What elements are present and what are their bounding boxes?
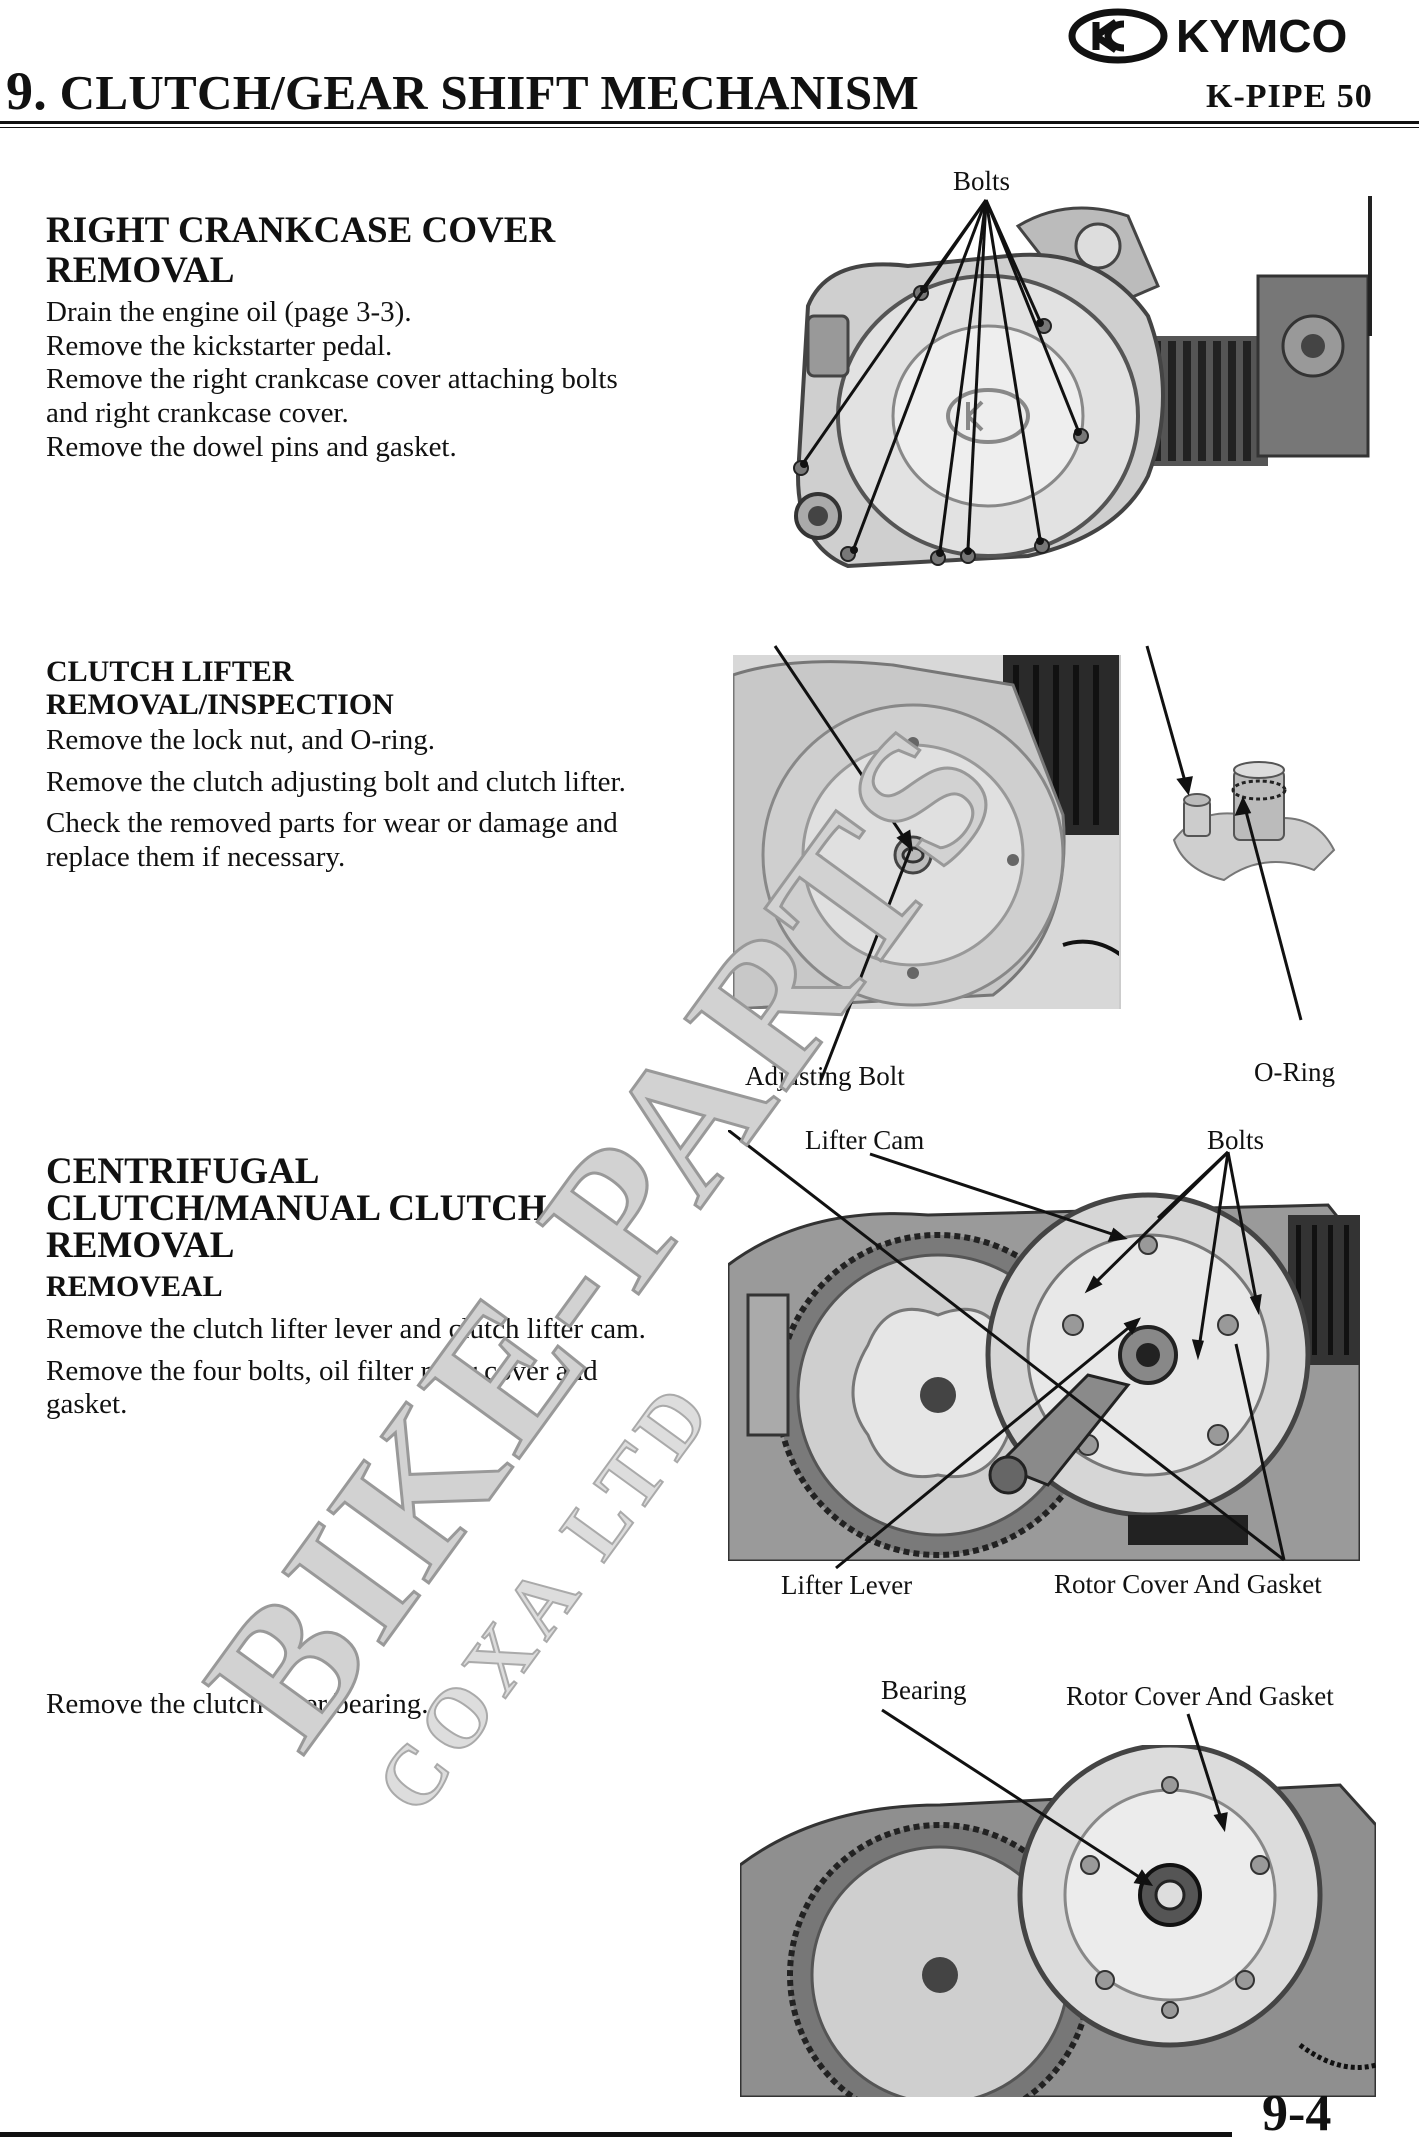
label-bolts-1: Bolts <box>953 166 1011 196</box>
model-name: K-PIPE 50 <box>1206 78 1373 115</box>
label-o-ring: O-Ring <box>1254 1057 1335 1087</box>
chapter-number: 9. <box>6 61 48 121</box>
section-1-body: Drain the engine oil (page 3-3). Remove … <box>46 296 656 464</box>
figure-clutch-bearing <box>740 1745 1376 2097</box>
paragraph: Remove the kickstarter pedal. <box>46 329 393 362</box>
header-rule-thin <box>0 127 1419 128</box>
paragraph: Remove the clutch lifter bearing. <box>46 1688 429 1720</box>
label-lifter-cam: Lifter Cam <box>805 1125 925 1155</box>
label-bearing: Bearing <box>881 1675 967 1705</box>
paragraph: Remove the dowel pins and gasket. <box>46 430 457 463</box>
section-2-body: Remove the lock nut, and O-ring. Remove … <box>46 724 656 883</box>
paragraph: Remove the four bolts, oil filter rotor … <box>46 1354 598 1421</box>
watermark-line-2: COXA LTD <box>359 1363 733 1829</box>
label-bolts-3: Bolts <box>1207 1125 1265 1155</box>
figure-engine-cover <box>768 196 1375 574</box>
label-lifter-lever: Lifter Lever <box>781 1570 913 1600</box>
heading-line: REMOVAL <box>46 250 235 291</box>
paragraph: Remove the clutch adjusting bolt and clu… <box>46 765 626 798</box>
kymco-logo: KYMCO <box>1066 6 1412 66</box>
section-1-heading: RIGHT CRANKCASE COVER REMOVAL <box>46 212 555 289</box>
figure-4-leaders <box>881 1708 1228 1886</box>
page-number: 9-4 <box>1262 2085 1332 2142</box>
paragraph: Remove the lock nut, and O-ring. <box>46 724 435 756</box>
heading-line: CENTRIFUGAL <box>46 1151 320 1192</box>
section-4-body: Remove the clutch lifter bearing. <box>46 1688 656 1730</box>
header-rule <box>0 121 1419 124</box>
section-3-heading: CENTRIFUGAL CLUTCH/MANUAL CLUTCH REMOVAL <box>46 1153 547 1264</box>
paragraph: Drain the engine oil (page 3-3). <box>46 296 412 328</box>
heading-line: REMOVAL <box>46 1225 235 1266</box>
figure-clutch-assembly <box>728 1185 1360 1561</box>
section-3-body: Remove the clutch lifter lever and clutc… <box>46 1313 656 1430</box>
brand-text: KYMCO <box>1176 10 1347 62</box>
paragraph: Remove the clutch lifter lever and clutc… <box>46 1313 646 1345</box>
figure-3-leaders <box>728 1130 1286 1570</box>
chapter-title: 9. CLUTCH/GEAR SHIFT MECHANISM <box>6 60 919 122</box>
paragraph: Check the removed parts for wear or dama… <box>46 807 618 873</box>
heading-line: REMOVAL/INSPECTION <box>46 688 394 721</box>
heading-line: CLUTCH LIFTER <box>46 655 294 688</box>
section-3-subheading: REMOVEAL <box>46 1270 223 1303</box>
figure-2-leaders <box>773 645 1303 1081</box>
chapter-title-text: CLUTCH/GEAR SHIFT MECHANISM <box>59 65 920 120</box>
section-2-heading: CLUTCH LIFTER REMOVAL/INSPECTION <box>46 657 394 720</box>
label-adjusting-bolt: Adjusting Bolt <box>745 1061 905 1091</box>
label-rotor-cover-gasket-3: Rotor Cover And Gasket <box>1054 1569 1322 1599</box>
paragraph: Remove the right crankcase cover attachi… <box>46 363 618 429</box>
label-rotor-cover-gasket-4: Rotor Cover And Gasket <box>1066 1681 1334 1711</box>
heading-line: CLUTCH/MANUAL CLUTCH <box>46 1188 547 1229</box>
footer-rule <box>0 2132 1232 2137</box>
heading-line: RIGHT CRANKCASE COVER <box>46 210 556 251</box>
figure-clutch-cover <box>733 655 1121 1009</box>
